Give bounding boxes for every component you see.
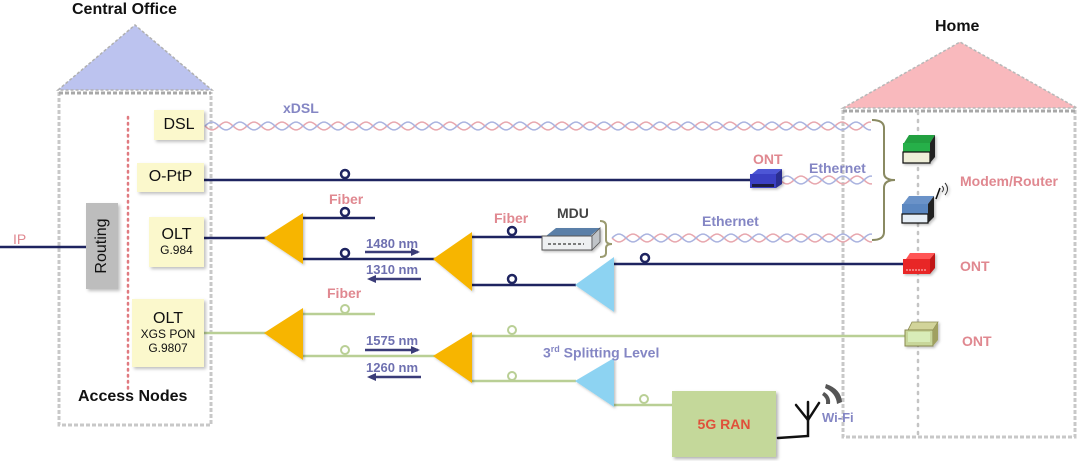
wifi-label: Wi-Fi [822,410,854,425]
fiber-label-2: Fiber [494,210,529,226]
splitting-level-number: 3 [543,344,551,361]
splitting-level-text: Splitting Level [559,344,660,361]
node-dsl-label: DSL [163,115,195,133]
home-walls [841,110,1077,439]
xdsl-label: xDSL [283,100,319,116]
ethernet-label-2: Ethernet [702,213,759,229]
routing-label: Routing [93,218,110,274]
fiber-label-3: Fiber [327,285,362,301]
modem-router-label: Modem/Router [960,173,1058,189]
node-optp[interactable]: O-PtP [137,163,204,192]
wavelength-down-gpon: 1480 nm [366,236,419,251]
node-dsl[interactable]: DSL [154,110,204,140]
fiber-loop-icon [639,252,651,264]
mdu-label: MDU [557,205,589,221]
wifi-signal-icon [822,384,842,404]
ont-red-icon [903,253,935,274]
fiber-loop-icon [639,394,649,404]
mdu-bracket [599,220,613,258]
fiber-loop-icon [340,304,350,314]
wavelength-down-xgs: 1575 nm [366,333,419,348]
ethernet-twisted-pair-mdu [611,233,872,243]
routing-block[interactable]: Routing [86,203,118,289]
central-office-title: Central Office [72,1,177,18]
node-olt-xgs-label: OLT [153,310,183,327]
node-olt-gpon-label: OLT [161,225,192,243]
splitting-level-label: 3rd Splitting Level [543,345,659,360]
wavelength-arrows [365,248,421,381]
xgs-tree [204,312,905,407]
splitter-gpon-3 [575,257,614,312]
home-title: Home [935,18,980,35]
splitter-xgs-1 [264,308,303,360]
fiber-label-1: Fiber [329,191,364,207]
node-olt-xgs-type: XGS PON [140,327,196,342]
node-olt-gpon[interactable]: OLT G.984 [149,217,204,267]
node-olt-xgs[interactable]: OLT XGS PON G.9807 [132,299,204,367]
wavelength-up-xgs: 1260 nm [366,360,419,375]
ethernet-label-1: Ethernet [809,160,866,176]
home-bracket [871,119,896,241]
mdu-icon [541,227,601,251]
ran-5g-block[interactable]: 5G RAN [672,391,776,457]
router-icon [901,182,948,224]
xdsl-twisted-pair [204,121,871,131]
splitter-xgs-2 [433,332,472,383]
central-office-roof [55,24,215,91]
fiber-loop-icon [507,371,517,381]
access-nodes-label: Access Nodes [78,388,188,405]
fiber-loop-icon [340,345,350,355]
fiber-loop-icon [339,247,351,259]
gpon-tree [204,216,905,287]
ont-olive-label: ONT [962,333,992,349]
central-office-walls [57,92,213,427]
ont-olive-icon [904,321,939,347]
fiber-loop-icon [339,206,351,218]
ont-red-label: ONT [960,258,990,274]
node-olt-gpon-standard: G.984 [160,243,193,258]
ip-label: IP [13,231,27,247]
home-roof [840,41,1080,109]
fiber-loop-icon [339,168,351,180]
ethernet-twisted-pair-ont [779,175,872,185]
fiber-loop-icon [506,273,518,285]
node-optp-label: O-PtP [148,168,193,186]
wavelength-up-gpon: 1310 nm [366,262,419,277]
ont-mid-icon [750,169,782,188]
splitter-gpon-1 [264,213,303,264]
splitter-gpon-2 [433,232,472,291]
ont-mid-label: ONT [753,151,783,167]
antenna-icon [776,400,821,440]
splitting-level-suffix: rd [550,344,560,354]
splitter-xgs-3 [575,358,614,407]
modem-icon [902,135,935,164]
node-olt-xgs-standard: G.9807 [148,341,188,356]
fiber-loop-icon [507,325,517,335]
fiber-loop-icon [506,225,518,237]
ran-5g-label: 5G RAN [697,416,751,432]
